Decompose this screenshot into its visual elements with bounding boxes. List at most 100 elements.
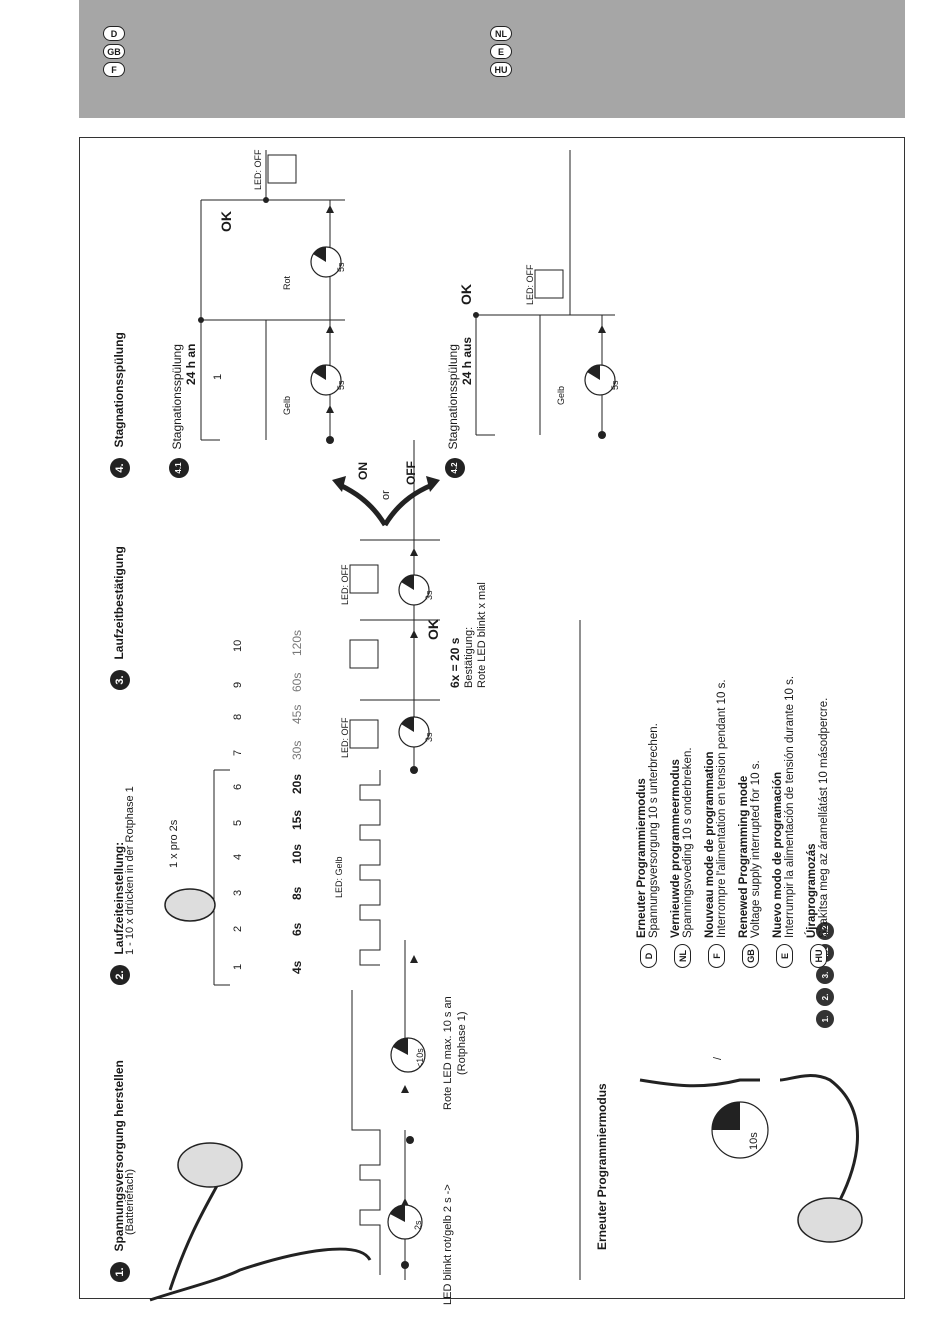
duration-label: 15s — [290, 809, 304, 830]
duration-label: 60s — [290, 672, 304, 692]
step2-number: 2. — [110, 965, 130, 985]
step3-result: 6x = 20 s — [448, 637, 462, 688]
step41-title: Stagnationsspülung — [170, 344, 184, 450]
step42-title: Stagnationsspülung — [446, 344, 460, 450]
press-count-label: 4 — [232, 853, 244, 860]
lang-badge-e: E — [490, 44, 512, 59]
legend-title: Újraprogramozás — [806, 843, 818, 938]
step-badge-2: 2. — [816, 988, 834, 1006]
step1-number: 1. — [110, 1262, 130, 1282]
step3-number: 3. — [110, 670, 130, 690]
duration-label: 8s — [290, 886, 304, 900]
step42-timer: 5s — [610, 380, 620, 390]
step3-confirm-text: Rote LED blinkt x mal — [476, 582, 488, 688]
lang-badge-gb: GB — [103, 44, 125, 59]
lang-badge-f: F — [103, 62, 125, 77]
legend-lang-badge: E — [776, 944, 793, 968]
timer-lt10s-label: <10s — [415, 1048, 425, 1068]
branch-or-label: or — [380, 490, 392, 500]
press-count-label: 9 — [232, 681, 244, 688]
legend-title: Renewed Programming mode — [738, 775, 750, 938]
step41-timer-2: 5s — [336, 262, 346, 272]
lang-badge-nl: NL — [490, 26, 512, 41]
step41-line2: 24 h an — [184, 343, 198, 385]
legend-lang-badge: HU — [810, 944, 827, 968]
step41-led-off: LED: OFF — [253, 149, 263, 190]
step41-press-one: 1 — [212, 373, 224, 380]
lang-badge-hu: HU — [490, 62, 512, 77]
step3-led-off-2: LED: OFF — [340, 564, 350, 605]
step41-number: 4.1 — [168, 458, 189, 478]
step2-press-rate: 1 x pro 2s — [168, 819, 180, 868]
step1-subtitle: (Batteriefach) — [124, 1168, 136, 1235]
lang-badge-d: D — [103, 26, 125, 41]
step42-line2: 24 h aus — [460, 336, 474, 385]
timer-2s-label: 2s — [413, 1220, 423, 1230]
legend-text: Spanningsvoeding 10 s onderbreken. — [682, 747, 694, 938]
legend-title: Erneuter Programmiermodus — [636, 778, 648, 938]
step3-ok: OK — [425, 619, 441, 640]
duration-label: 120s — [290, 629, 304, 656]
step42-number: 4.2 — [444, 458, 465, 478]
step4-title: Stagnationsspülung — [112, 332, 126, 448]
step41-timer-1: 5s — [336, 380, 346, 390]
press-count-label: 3 — [232, 889, 244, 896]
step-badge-3: 3. — [816, 966, 834, 984]
legend-text: Interrumpir la alimentación de tensión d… — [784, 675, 796, 938]
step41-gelb: Gelb — [282, 395, 292, 415]
step42-gelb: Gelb — [556, 385, 566, 405]
press-count-label: 5 — [232, 819, 244, 826]
duration-label: 6s — [290, 922, 304, 936]
step3-heading: 3. Laufzeitbestätigung — [110, 546, 130, 690]
step3-led-off-1: LED: OFF — [340, 717, 350, 758]
diagram-frame — [79, 137, 905, 1299]
legend-text: Szakítsa meg az áramellátást 10 másodper… — [818, 697, 830, 938]
branch-off-label: OFF — [404, 461, 418, 485]
legend-lang-badge: D — [640, 944, 657, 968]
step41-rot: Rot — [282, 275, 292, 290]
legend-text: Voltage supply interrupted for 10 s. — [750, 760, 762, 938]
led-yellow-label: LED: Gelb — [334, 856, 344, 898]
step3-timer-1: 3s — [424, 732, 434, 742]
legend-lang-badge: GB — [742, 944, 759, 968]
legend-text: Interrompre l'alimentation en tension pe… — [716, 679, 728, 938]
step41-ok: OK — [218, 211, 234, 232]
press-count-label: 10 — [232, 639, 244, 652]
step3-timer-2: 3s — [424, 590, 434, 600]
step3-confirm-label: Bestätigung: — [463, 626, 475, 688]
step1-red-phase: (Rotphase 1) — [456, 1011, 468, 1075]
duration-label: 30s — [290, 740, 304, 760]
step4-number: 4. — [110, 458, 130, 478]
bottom-title: Erneuter Programmiermodus — [595, 1083, 609, 1250]
duration-label: 4s — [290, 960, 304, 974]
press-count-label: 2 — [232, 925, 244, 932]
legend-title: Vernieuwde programmeermodus — [670, 759, 682, 938]
duration-label: 10s — [290, 843, 304, 864]
legend-lang-badge: F — [708, 944, 725, 968]
step42-ok: OK — [458, 284, 474, 305]
press-count-label: 1 — [232, 963, 244, 970]
bottom-separator: / — [712, 1056, 724, 1060]
language-list-right: NL E HU — [490, 26, 512, 77]
legend-title: Nouveau mode de programmation — [704, 751, 716, 938]
legend-lang-badge: NL — [674, 944, 691, 968]
bottom-timer-10s: 10s — [748, 1132, 760, 1150]
language-list-left: D GB F — [103, 26, 125, 77]
language-header: D GB F NL E HU — [79, 0, 905, 118]
step1-led-red: Rote LED max. 10 s an — [442, 996, 454, 1110]
legend-title: Nuevo modo de programación — [772, 771, 784, 938]
step4-heading: 4. Stagnationsspülung — [110, 332, 130, 478]
step2-subtitle: 1 - 10 x drücken in der Rotphase 1 — [124, 786, 136, 955]
duration-label: 20s — [290, 773, 304, 794]
press-count-label: 7 — [232, 749, 244, 756]
duration-label: 45s — [290, 704, 304, 724]
